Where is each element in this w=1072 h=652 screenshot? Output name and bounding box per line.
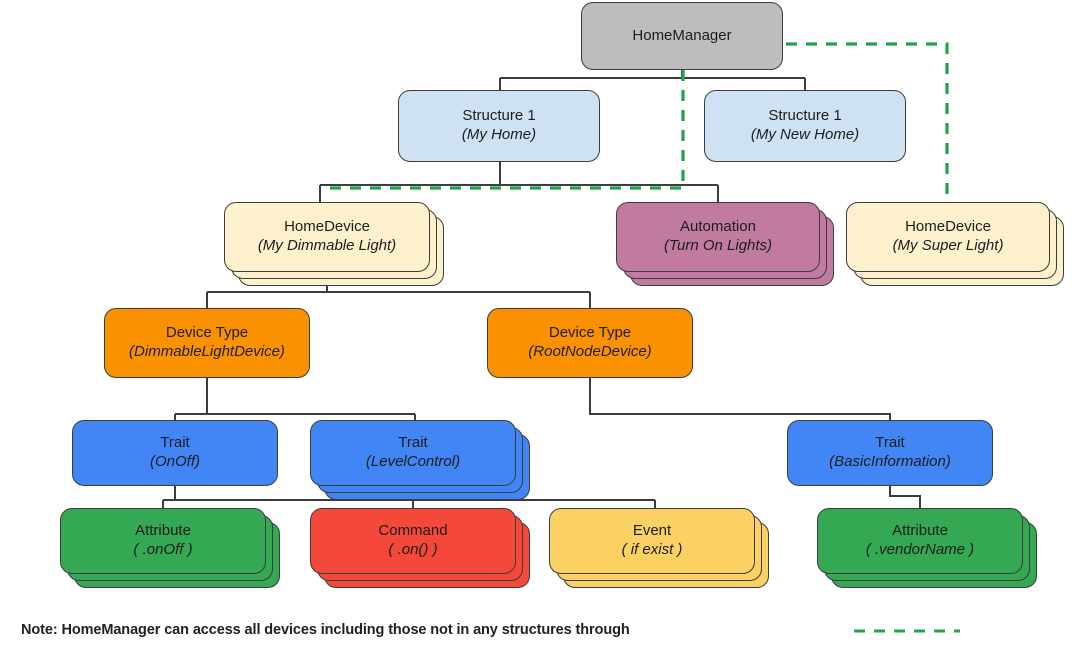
device-type-dimmable-light-node[interactable]: Device Type (DimmableLightDevice)	[104, 308, 310, 378]
node-label-secondary: ( .vendorName )	[865, 541, 975, 558]
edge-homemanager-to-structures	[499, 70, 806, 90]
node-label-primary: Attribute	[135, 522, 191, 540]
node-label-primary: Trait	[875, 434, 905, 452]
node-label-secondary: (RootNodeDevice)	[528, 343, 652, 360]
attribute-onoff-node[interactable]: Attribute ( .onOff )	[60, 508, 266, 574]
node-label-secondary: (Turn On Lights)	[663, 237, 773, 254]
home-device-dimmable-light-node[interactable]: HomeDevice (My Dimmable Light)	[224, 202, 430, 272]
footer-note: Note: HomeManager can access all devices…	[21, 622, 630, 638]
node-label-secondary: ( .onOff )	[133, 541, 193, 558]
node-label-primary: Automation	[680, 218, 756, 236]
footer-legend-dashed-line	[854, 629, 960, 633]
edge-devicetype-dimmable-to-traits	[174, 378, 416, 420]
node-label-primary: Trait	[160, 434, 190, 452]
node-label-secondary: (DimmableLightDevice)	[129, 343, 285, 360]
node-label-primary: Trait	[398, 434, 428, 452]
trait-basic-information-node[interactable]: Trait (BasicInformation)	[787, 420, 993, 486]
node-label-primary: HomeManager	[632, 26, 732, 44]
node-label-secondary: (My New Home)	[750, 126, 860, 143]
command-on-node[interactable]: Command ( .on() )	[310, 508, 516, 574]
node-label-secondary: (LevelControl)	[365, 453, 461, 470]
node-label-primary: Command	[378, 522, 448, 540]
node-label-primary: Device Type	[548, 324, 632, 342]
node-label-primary: Attribute	[892, 522, 948, 540]
attribute-vendor-name-node[interactable]: Attribute ( .vendorName )	[817, 508, 1023, 574]
structure-my-home-node[interactable]: Structure 1 (My Home)	[398, 90, 600, 162]
structure-my-new-home-node[interactable]: Structure 1 (My New Home)	[704, 90, 906, 162]
trait-onoff-node[interactable]: Trait (OnOff)	[72, 420, 278, 486]
home-device-super-light-node[interactable]: HomeDevice (My Super Light)	[846, 202, 1050, 272]
node-label-primary: HomeDevice	[284, 218, 370, 236]
edge-structure-to-children	[319, 162, 719, 202]
node-label-secondary: ( if exist )	[621, 541, 683, 558]
node-label-secondary: (My Dimmable Light)	[257, 237, 397, 254]
home-manager-node[interactable]: HomeManager	[581, 2, 783, 70]
automation-turn-on-lights-node[interactable]: Automation (Turn On Lights)	[616, 202, 820, 272]
node-label-secondary: (My Home)	[461, 126, 537, 143]
trait-level-control-node[interactable]: Trait (LevelControl)	[310, 420, 516, 486]
node-label-primary: Event	[632, 522, 672, 540]
node-label-secondary: (OnOff)	[149, 453, 200, 470]
node-label-primary: Structure 1	[768, 107, 842, 125]
node-label-secondary: (BasicInformation)	[829, 453, 951, 470]
edge-trait-basic-to-attribute	[889, 486, 921, 508]
node-label-secondary: ( .on() )	[388, 541, 438, 558]
node-label-primary: Structure 1	[462, 107, 536, 125]
node-label-primary: Device Type	[165, 324, 249, 342]
device-type-root-node-node[interactable]: Device Type (RootNodeDevice)	[487, 308, 693, 378]
edge-devicetype-rootnode-to-trait-basic	[589, 378, 891, 420]
node-label-secondary: (My Super Light)	[892, 237, 1004, 254]
event-if-exist-node[interactable]: Event ( if exist )	[549, 508, 755, 574]
node-label-primary: HomeDevice	[905, 218, 991, 236]
